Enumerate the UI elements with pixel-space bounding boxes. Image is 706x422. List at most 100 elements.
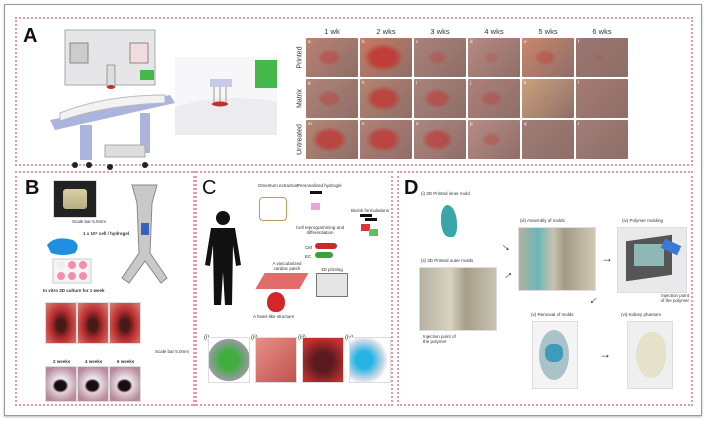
- cell-letter: i: [416, 80, 417, 85]
- bioink-label: Bioink formulations: [351, 208, 390, 213]
- wound-photo: j: [468, 79, 520, 118]
- wound-photo: f: [576, 38, 628, 77]
- heart-structure-label: A heart-like structure: [253, 314, 295, 319]
- arrow-icon-iii-to-iv: →: [601, 251, 613, 265]
- printing-label: 3D printing: [321, 267, 343, 272]
- bioink-green-icon: [369, 229, 378, 236]
- step-vi-label: (vi) Kidney phantom: [621, 312, 661, 317]
- polymer-molding-photo: [617, 227, 687, 293]
- panel-a-label: A: [23, 25, 38, 47]
- wound-photo: q: [522, 120, 574, 159]
- bioprinter-machine-illustration: [50, 29, 175, 170]
- row-header-printed: Printed: [296, 46, 304, 69]
- wound-photo: e: [522, 38, 574, 77]
- cell-letter: a: [308, 39, 311, 44]
- endoscopy-timepoint-label: 6 weeks: [117, 359, 135, 364]
- step-vi-number: (vi): [621, 312, 628, 317]
- step-v-number: (v): [531, 312, 537, 317]
- cell-letter: j: [470, 80, 471, 85]
- wound-photo: c: [414, 38, 466, 77]
- cell-letter: d: [470, 39, 473, 44]
- kidney-phantom-photo: [627, 321, 673, 389]
- panel-d-border: [397, 171, 693, 406]
- wound-photo: k: [522, 79, 574, 118]
- column-header-6: 6 wks: [592, 27, 612, 36]
- scale-bar-label-1: Scale bar 5.0mm: [72, 219, 107, 224]
- wound-photo: p: [468, 120, 520, 159]
- step-i-label: (i) 3D Printed inner mold: [421, 191, 470, 196]
- cardiac-patch-illustration: [255, 273, 309, 289]
- inoculation-label: 1 x 10⁶ cell / hydrogel: [83, 231, 130, 236]
- cell-letter: k: [524, 80, 527, 85]
- molds-removed-photo: [532, 321, 578, 389]
- endoscopy-timepoint-label: 4 weeks: [85, 359, 103, 364]
- outer-molds-photo: [419, 267, 497, 331]
- cell-letter: o: [416, 121, 419, 126]
- step-ii-label: (ii) 3D Printed outer molds: [421, 258, 473, 263]
- step-v-label: (v) Removal of molds: [531, 312, 574, 317]
- step-iii-label: (iii) Assembly of molds: [520, 218, 565, 223]
- column-header-2: 2 wks: [376, 27, 396, 36]
- step-v-text: Removal of molds: [537, 312, 574, 317]
- step-i-text: 3D Printed inner mold: [426, 191, 470, 196]
- cell-letter: h: [362, 80, 365, 85]
- endothelial-cell-icon: [315, 252, 333, 258]
- 3d-printer-icon: [316, 273, 348, 297]
- wound-photo: g: [306, 79, 358, 118]
- cm-label: CM: [305, 245, 312, 250]
- heart-subpanel-label: (ii): [251, 335, 258, 341]
- surgery-photo: [45, 302, 77, 344]
- step-ii-text: 3D Printed outer molds: [427, 258, 474, 263]
- reprogramming-label: Cell reprogramming and differentiation: [295, 225, 345, 235]
- cell-letter: c: [416, 39, 419, 44]
- printed-scaffold-photo: [53, 180, 97, 218]
- hydrogel-sample-icon: [311, 203, 320, 210]
- cell-letter: q: [524, 121, 527, 126]
- patch-label: A vascularized cardiac patch: [272, 261, 302, 271]
- scale-bar-label-2: Scale bar 5.0mm: [155, 349, 190, 354]
- panel-a-border: [15, 17, 693, 166]
- wound-photo: i: [414, 79, 466, 118]
- wound-photo: n: [360, 120, 412, 159]
- endoscopy-photo: [45, 366, 77, 402]
- cell-letter: r: [578, 121, 580, 126]
- cell-letter: m: [308, 121, 312, 126]
- row-header-matrix: Matrix: [296, 88, 304, 109]
- cell-letter: g: [308, 80, 311, 85]
- wound-photo: b: [360, 38, 412, 77]
- omentum-illustration: [259, 197, 287, 221]
- panel-c-label: C: [202, 177, 217, 199]
- ec-label: EC: [305, 254, 312, 259]
- injection-point-label-2: Injection point of the polymer: [660, 293, 689, 303]
- cell-letter: e: [524, 39, 527, 44]
- step-iii-text: Assembly of molds: [527, 218, 565, 223]
- human-silhouette-icon: [205, 211, 241, 305]
- column-header-1: 1 wk: [324, 27, 340, 36]
- heart-model-photo: [349, 337, 391, 383]
- cardiomyocyte-icon: [315, 243, 337, 249]
- arrow-icon-v-to-vi: →: [599, 347, 611, 361]
- trachea-illustration: [121, 184, 168, 284]
- surgery-photo: [109, 302, 141, 344]
- cell-letter: f: [578, 39, 580, 44]
- step-iv-number: (iv): [622, 218, 629, 223]
- endoscopy-photo: [109, 366, 141, 402]
- step-i-number: (i): [421, 191, 425, 196]
- endoscopy-timepoint-label: 2 weeks: [53, 359, 71, 364]
- culture-label: In vitro 3D culture for 1 week: [43, 288, 105, 293]
- print-head-inset-illustration: [175, 57, 277, 135]
- figure-frame: A B Scale bar 5.0mm 1 x 10⁶ cell / hydro…: [4, 4, 702, 416]
- column-header-4: 4 wks: [484, 27, 504, 36]
- step-vi-text: Kidney phantom: [628, 312, 662, 317]
- row-header-untreated: Untreated: [296, 124, 304, 155]
- wound-photo: o: [414, 120, 466, 159]
- wound-photo: a: [306, 38, 358, 77]
- panel-c-border: [193, 171, 393, 406]
- wound-photo: d: [468, 38, 520, 77]
- endoscopy-photo: [77, 366, 109, 402]
- panel-d-label: D: [404, 177, 419, 199]
- column-header-3: 3 wks: [430, 27, 450, 36]
- column-header-5: 5 wks: [538, 27, 558, 36]
- surgery-photo: [77, 302, 109, 344]
- heart-structure-icon: [267, 292, 285, 312]
